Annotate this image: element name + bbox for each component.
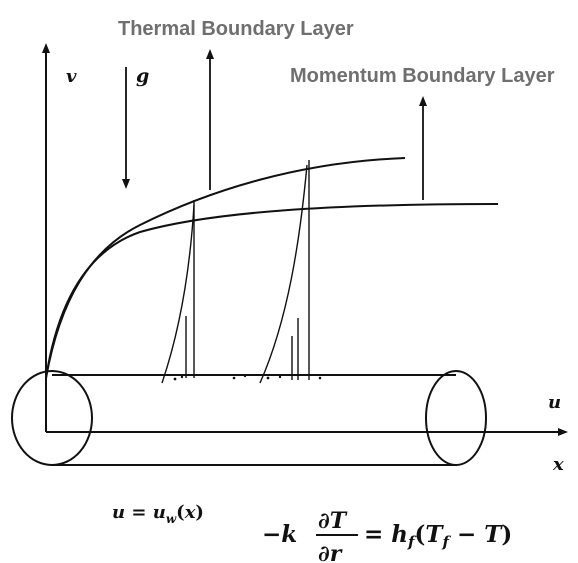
bc-denominator: ∂r — [318, 541, 343, 563]
bc-numerator: ∂T — [318, 508, 348, 534]
gravity-label: g — [136, 65, 149, 87]
thermal-layer-label: Thermal Boundary Layer — [118, 18, 354, 40]
cylinder-left-end — [11, 370, 93, 466]
u-axis-label: u — [548, 392, 561, 413]
momentum-boundary-curve — [45, 203, 499, 379]
svg-text:= hf(Tf − T): = hf(Tf − T) — [364, 521, 512, 551]
boundary-condition-equation: −k ∂T ∂r = hf(Tf − T) — [262, 508, 512, 563]
cylinder-right-end — [425, 370, 487, 466]
wall-velocity-equation: u = uw(x) — [112, 502, 204, 526]
velocity-profile-2 — [259, 160, 310, 384]
svg-text:−k: −k — [262, 521, 297, 548]
v-axis-label: v — [66, 66, 77, 87]
x-axis-label: x — [552, 454, 564, 475]
surface-dots — [173, 374, 322, 381]
momentum-layer-label: Momentum Boundary Layer — [290, 65, 555, 87]
thermal-boundary-curve — [45, 157, 406, 379]
cylinder — [11, 370, 487, 466]
velocity-profile-1 — [161, 200, 195, 384]
